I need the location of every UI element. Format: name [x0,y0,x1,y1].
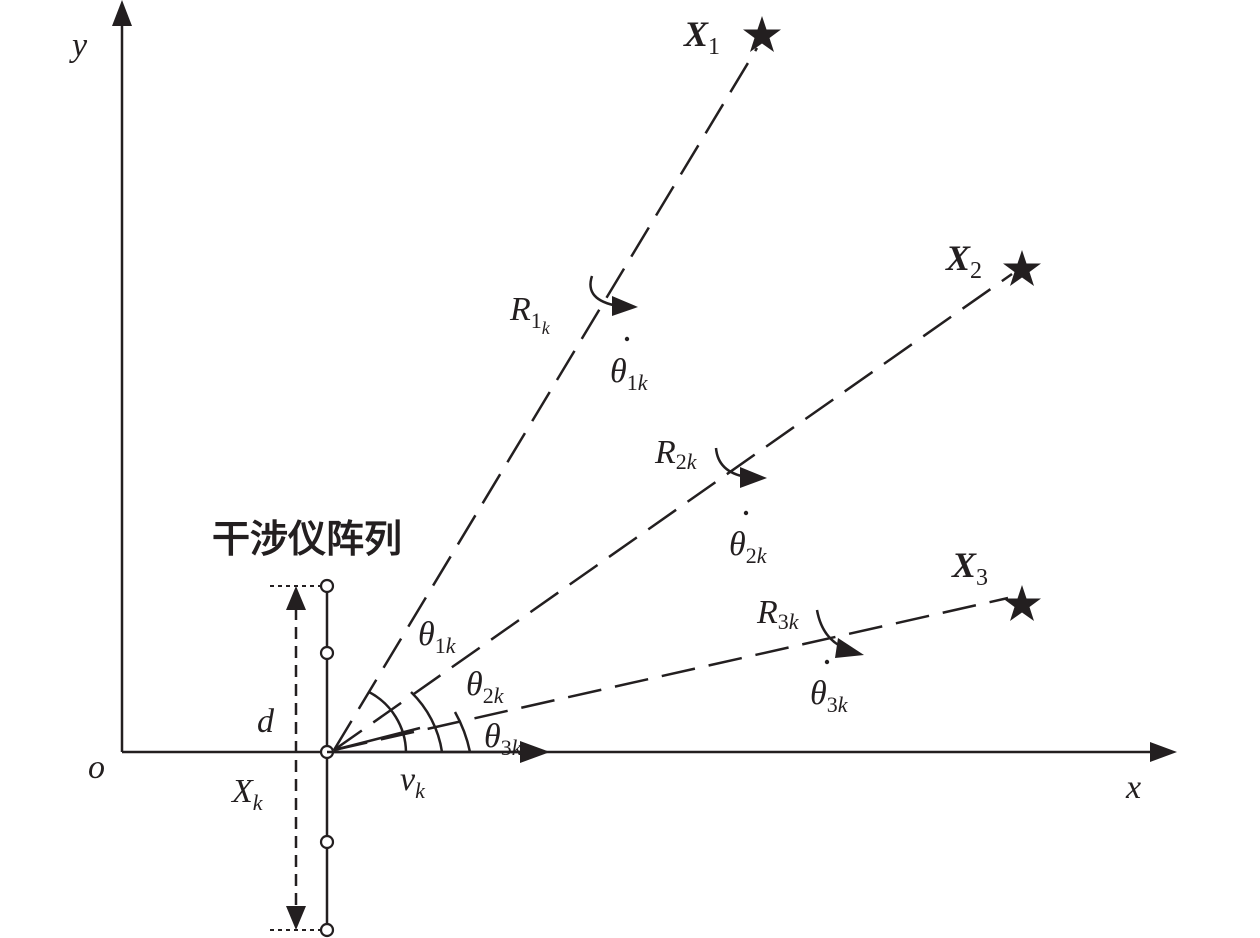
angle-label-1: θ1k [418,616,457,658]
rate-label-1: θ1k [610,353,649,395]
array-element-circle-icon [319,922,335,938]
spacing-arrow-up [286,586,306,610]
array-element-circle-icon [319,645,335,661]
line-of-sight-1 [332,47,759,751]
target-3-star-icon [1003,585,1041,621]
line-of-sight-3-segment [333,726,421,752]
rate-dot-1 [624,336,630,342]
line-of-sight-2 [333,272,1013,752]
target-3-label: X3 [951,545,988,591]
array-position-label: Xk [230,773,264,815]
x-axis-arrow [1150,742,1177,762]
rotation-arrow-1-head [612,296,638,316]
spacing-label: d [257,703,275,740]
y-axis-label: y [69,27,88,64]
array-element-circle-icon [319,834,335,850]
angle-arc-3 [453,711,472,753]
angle-label-3: θ3k [484,718,523,760]
rotation-arrow-2-head [740,467,767,488]
rate-label-2: θ2k [729,526,768,568]
velocity-label: vk [400,761,426,803]
rotation-arrow-3-head [835,638,864,658]
angle-label-2: θ2k [466,666,505,708]
rate-dot-2 [743,510,749,516]
line-of-sight-3 [333,596,1009,752]
angle-arc-1 [368,690,408,753]
array-element-circle-icon [319,578,335,594]
range-label-1: R1k [509,291,551,338]
angle-arc-2 [410,691,444,753]
range-label-2: R2k [654,434,698,474]
range-label-3: R3k [756,594,800,634]
rate-label-3: θ3k [810,675,849,717]
rate-dot-3 [824,659,830,665]
target-1-label: X1 [683,14,720,60]
target-1-star-icon [743,16,781,52]
velocity-arrow [520,741,550,763]
array-title: 干涉仪阵列 [212,517,402,561]
y-axis-arrow [112,0,132,26]
target-2-label: X2 [945,238,982,284]
origin-label: o [88,749,105,786]
x-axis-label: x [1125,769,1141,806]
spacing-arrow-down [286,906,306,930]
target-2-star-icon [1003,250,1041,286]
